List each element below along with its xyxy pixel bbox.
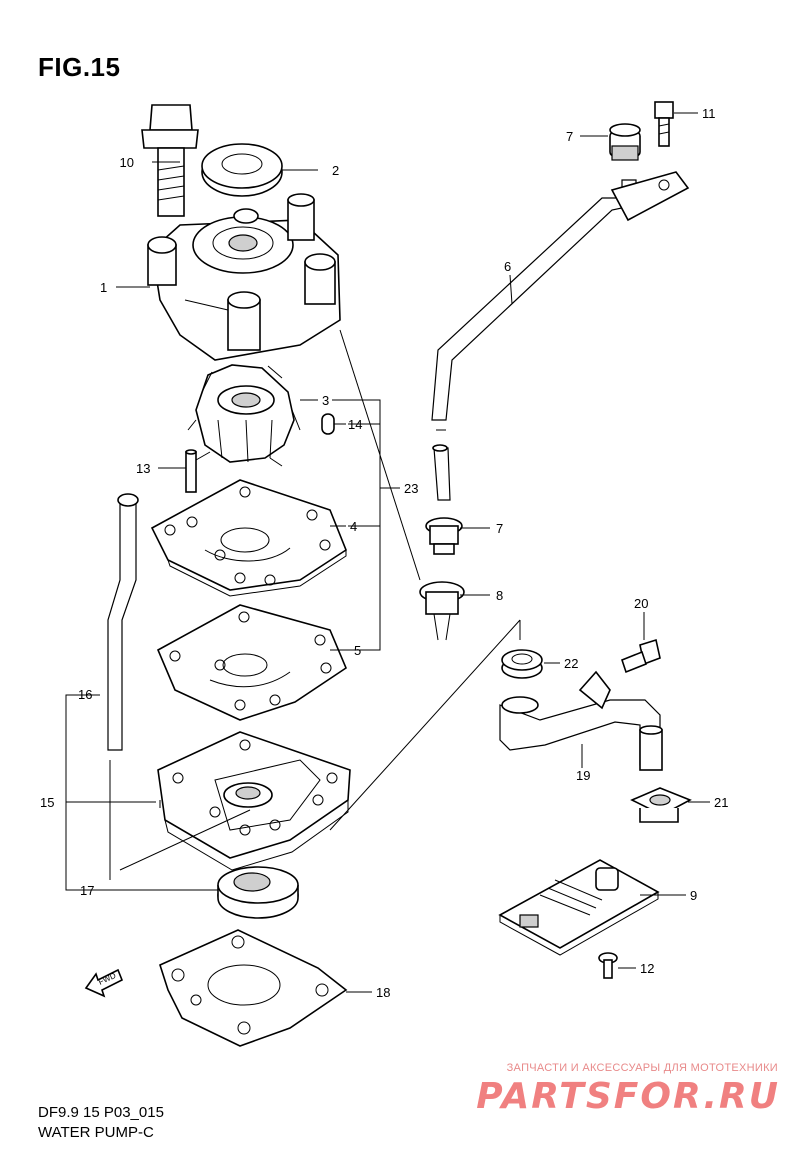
callout-labels: 10 2 1 3 14 13 23 4 5 16 15 17 18 7 11 6… — [40, 106, 728, 1000]
callout-5: 5 — [354, 643, 361, 658]
callout-19: 19 — [576, 768, 590, 783]
figure-title: FIG.15 — [38, 52, 121, 82]
callout-6: 6 — [504, 259, 511, 274]
callout-7-mid: 7 — [496, 521, 503, 536]
part-7-grommet-top — [609, 123, 641, 161]
part-13-pin — [185, 449, 197, 493]
callout-11: 11 — [702, 106, 716, 121]
callout-15: 15 — [40, 795, 54, 810]
part-6-pipe — [431, 171, 690, 501]
callout-3: 3 — [322, 393, 329, 408]
part-7-grommet-mid — [425, 517, 463, 555]
part-19-elbow-pipe — [499, 670, 663, 771]
watermark-tagline: ЗАПЧАСТИ И АКСЕССУАРЫ ДЛЯ МОТОТЕХНИКИ — [506, 1062, 778, 1074]
callout-16: 16 — [78, 687, 92, 702]
callout-23: 23 — [404, 481, 418, 496]
callout-1: 1 — [100, 280, 107, 295]
callout-21: 21 — [714, 795, 728, 810]
callout-22: 22 — [564, 656, 578, 671]
callout-12: 12 — [640, 961, 654, 976]
callout-7-top: 7 — [566, 129, 573, 144]
part-12-screw — [598, 952, 618, 979]
callout-14: 14 — [348, 417, 362, 432]
callout-4: 4 — [350, 519, 357, 534]
part-17-oil-seal — [217, 866, 299, 919]
part-16-hose — [107, 493, 139, 751]
part-22-collar — [501, 649, 543, 679]
leader-lines — [65, 112, 710, 993]
part-21-grommet — [630, 787, 692, 823]
watermark-brand: PARTSFOR.RU — [476, 1076, 780, 1117]
diagram-name: WATER PUMP-C — [38, 1124, 154, 1141]
callout-9: 9 — [690, 888, 697, 903]
part-11-bolt — [654, 101, 674, 147]
part-8-grommet — [419, 581, 465, 641]
part-2-seal — [201, 143, 283, 197]
callout-13: 13 — [136, 461, 150, 476]
callout-2: 2 — [332, 163, 339, 178]
part-15-lower-case — [157, 731, 351, 871]
callout-18: 18 — [376, 985, 390, 1000]
part-20-bolt — [621, 638, 661, 674]
part-5-gasket — [156, 604, 347, 721]
fwd-arrow-icon — [84, 968, 124, 998]
part-3-impeller — [187, 364, 301, 467]
callout-10: 10 — [120, 155, 134, 170]
callout-20: 20 — [634, 596, 648, 611]
callout-17: 17 — [80, 883, 94, 898]
part-9-plate — [498, 859, 660, 956]
part-10-bolt — [141, 104, 199, 217]
part-18-gasket — [159, 929, 348, 1047]
part-4-plate — [150, 479, 347, 597]
part-14-key — [321, 413, 335, 435]
part-1-pump-case — [147, 193, 341, 361]
callout-8: 8 — [496, 588, 503, 603]
diagram-model-code: DF9.9 15 P03_015 — [38, 1104, 164, 1121]
